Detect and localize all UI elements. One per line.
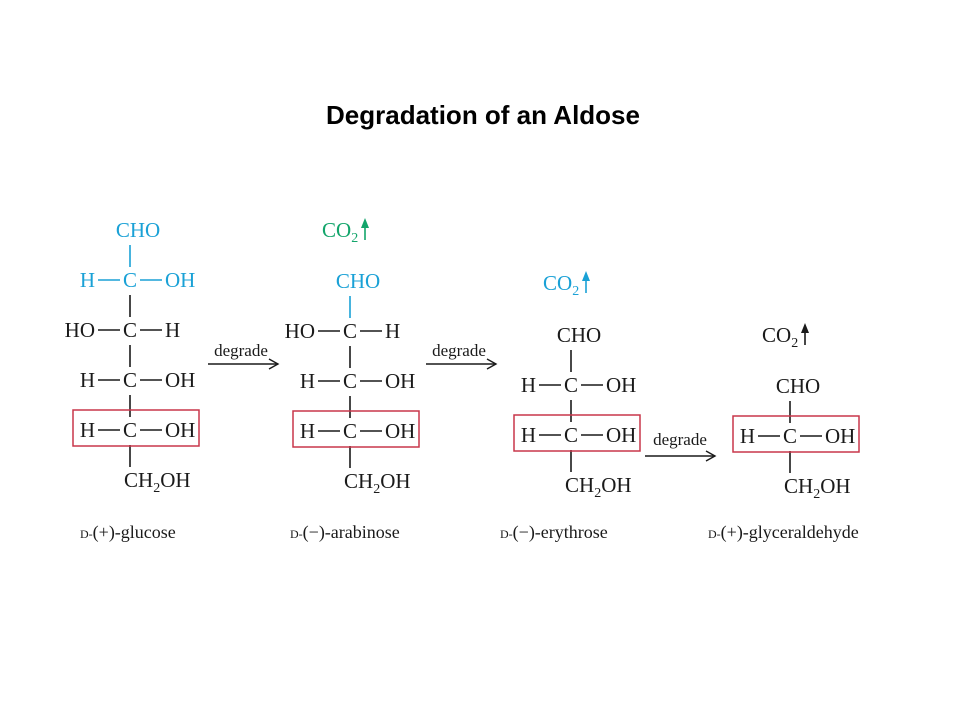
co2-label: CO2: [543, 271, 579, 299]
left-substituent: H: [80, 368, 95, 392]
left-substituent: H: [300, 419, 315, 443]
molecule-1: CHO H C OH HO C H H C OH H C OH CH2OH D-(+)-glucose: [65, 218, 200, 543]
arrow-head: [486, 358, 498, 370]
degrade-label: degrade: [432, 341, 486, 360]
carbon-atom: C: [783, 424, 797, 448]
left-substituent: H: [740, 424, 755, 448]
degrade-label: degrade: [214, 341, 268, 360]
molecule-name: D-(+)-glucose: [80, 522, 176, 543]
aldehyde-group: CHO: [557, 323, 601, 347]
hydroxymethyl-group: CH2OH: [124, 468, 191, 496]
carbon-atom: C: [123, 318, 137, 342]
highlight-box: [292, 410, 420, 448]
carbon-atom: C: [343, 419, 357, 443]
carbon-atom: C: [343, 369, 357, 393]
aldehyde-group: CHO: [336, 269, 380, 293]
molecule-name: D-(−)-arabinose: [290, 522, 400, 543]
left-substituent: H: [80, 418, 95, 442]
carbon-atom: C: [123, 418, 137, 442]
aldehyde-group: CHO: [776, 374, 820, 398]
right-substituent: OH: [165, 268, 195, 292]
page-title: Degradation of an Aldose: [326, 100, 640, 130]
co2-arrow-head: [801, 323, 809, 333]
co2-arrow-head: [361, 218, 369, 228]
left-substituent: HO: [65, 318, 95, 342]
right-substituent: H: [165, 318, 180, 342]
hydroxymethyl-group: CH2OH: [344, 469, 411, 497]
left-substituent: HO: [285, 319, 315, 343]
right-substituent: OH: [385, 369, 415, 393]
right-substituent: OH: [165, 418, 195, 442]
right-substituent: OH: [606, 423, 636, 447]
molecule-name: D-(−)-erythrose: [500, 522, 608, 543]
carbon-atom: C: [564, 423, 578, 447]
aldehyde-group: CHO: [116, 218, 160, 242]
co2-arrow-head: [582, 271, 590, 281]
reaction-arrow-3: degrade: [645, 430, 717, 462]
right-substituent: H: [385, 319, 400, 343]
left-substituent: H: [80, 268, 95, 292]
hydroxymethyl-group: CH2OH: [565, 473, 632, 501]
arrow-head: [268, 358, 280, 370]
carbon-atom: C: [123, 368, 137, 392]
arrow-head: [705, 450, 717, 462]
co2-label: CO2: [322, 218, 358, 246]
co2-label: CO2: [762, 323, 798, 351]
hydroxymethyl-group: CH2OH: [784, 474, 851, 502]
carbon-atom: C: [343, 319, 357, 343]
right-substituent: OH: [165, 368, 195, 392]
highlight-box: [513, 414, 641, 452]
molecule-name: D-(+)-glyceraldehyde: [708, 522, 859, 543]
left-substituent: H: [521, 373, 536, 397]
left-substituent: H: [521, 423, 536, 447]
reaction-arrow-1: degrade: [208, 341, 280, 370]
degrade-label: degrade: [653, 430, 707, 449]
right-substituent: OH: [606, 373, 636, 397]
carbon-atom: C: [123, 268, 137, 292]
right-substituent: OH: [385, 419, 415, 443]
reaction-arrow-2: degrade: [426, 341, 498, 370]
right-substituent: OH: [825, 424, 855, 448]
highlight-box: [732, 415, 860, 453]
left-substituent: H: [300, 369, 315, 393]
highlight-box: [72, 409, 200, 447]
carbon-atom: C: [564, 373, 578, 397]
